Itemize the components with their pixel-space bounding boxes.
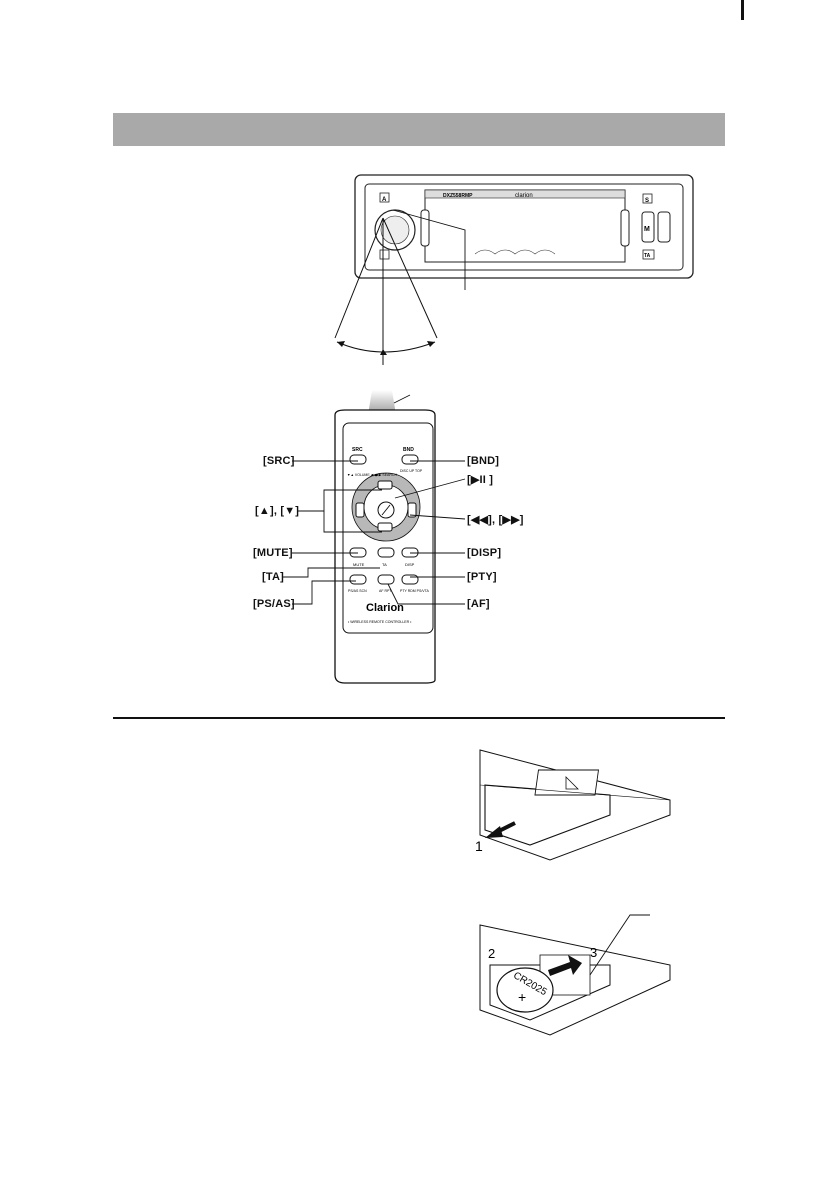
callout-rew-ff: [◀◀], [▶▶] bbox=[467, 514, 524, 526]
head-unit-illustration: DXZ558RMP clarion A S M TA bbox=[334, 174, 694, 365]
svg-text:+: + bbox=[518, 989, 526, 1005]
top-rule bbox=[741, 0, 744, 20]
step-1-label: 1 bbox=[475, 838, 483, 854]
s-button-text: S bbox=[645, 198, 649, 204]
section-header-bar bbox=[113, 113, 725, 146]
remote-mute-text: MUTE bbox=[353, 562, 365, 567]
remote-bnd-text: BND bbox=[403, 447, 414, 453]
callout-lines bbox=[282, 460, 466, 605]
remote-af-text: AF RPT bbox=[379, 589, 392, 593]
remote-pty-text: PTY RDM PS/VTA bbox=[400, 589, 430, 593]
section-divider bbox=[113, 717, 725, 719]
remote-brand-text: Clarion bbox=[366, 602, 404, 614]
callout-play-pause: [▶II ] bbox=[467, 474, 494, 486]
step-3-label: 3 bbox=[590, 945, 597, 960]
model-text: DXZ558RMP bbox=[443, 193, 473, 199]
battery-insert-illustration: CR2025 + 2 3 bbox=[479, 914, 671, 1036]
a-button-text: A bbox=[382, 197, 387, 203]
callout-bnd: [BND] bbox=[467, 455, 500, 467]
remote-psas-text: PS/AS SCN bbox=[348, 589, 367, 593]
remote-src-text: SRC bbox=[352, 447, 363, 453]
brand-text: clarion bbox=[515, 193, 533, 199]
callout-ta: [TA] bbox=[262, 571, 284, 583]
remote-search-text: ▼▲ VOLUME ◀◀▶▶ SEARCH bbox=[347, 473, 397, 477]
remote-caption-text: • WIRELESS REMOTE CONTROLLER • bbox=[348, 620, 412, 624]
battery-cover-removal-illustration: 1 bbox=[475, 749, 671, 861]
callout-up-down: [▲], [▼] bbox=[255, 505, 300, 517]
m-button-text: M bbox=[644, 226, 650, 233]
callout-pty: [PTY] bbox=[467, 571, 497, 583]
remote-ta-text: TA bbox=[382, 562, 387, 567]
remote-control-illustration: SRC BND DISC UP TOP ▼▲ VOLUME ◀◀▶▶ SEARC… bbox=[334, 390, 436, 684]
callout-mute: [MUTE] bbox=[253, 547, 293, 559]
callout-src: [SRC] bbox=[263, 455, 295, 467]
remote-disp-text: DISP bbox=[405, 562, 415, 567]
callout-af: [AF] bbox=[467, 598, 490, 610]
remote-top-sub-text: DISC UP TOP bbox=[400, 469, 423, 473]
callout-disp: [DISP] bbox=[467, 547, 502, 559]
ta-button-text: TA bbox=[644, 253, 651, 259]
step-2-label: 2 bbox=[488, 946, 495, 961]
callout-ps-as: [PS/AS] bbox=[253, 598, 295, 610]
